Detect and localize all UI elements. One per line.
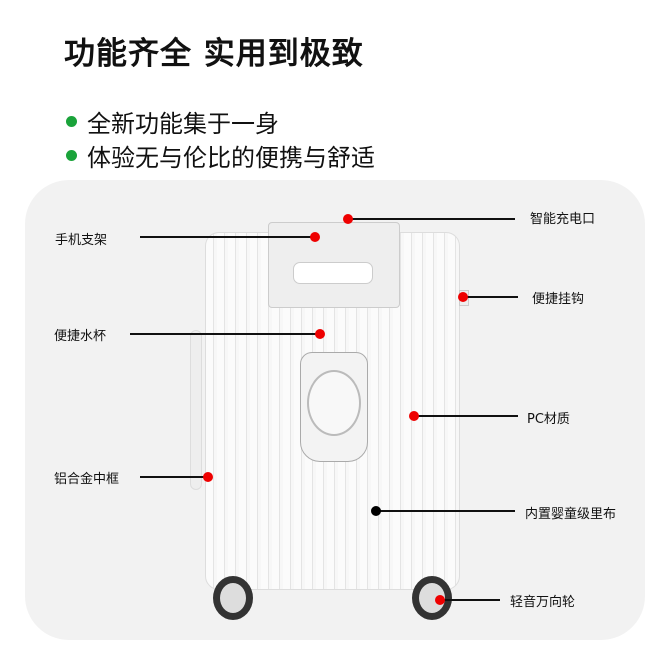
callout-line <box>376 510 515 512</box>
bullet-text: 全新功能集于一身 <box>87 110 279 138</box>
callout-line <box>130 333 320 335</box>
label-cup-holder: 便捷水杯 <box>54 329 107 344</box>
callout-line <box>414 415 518 417</box>
callout-line <box>140 236 315 238</box>
bullet-dot-icon <box>66 150 77 161</box>
marker-dot <box>435 595 445 605</box>
bullet-text: 体验无与伦比的便携与舒适 <box>87 144 375 172</box>
marker-dot <box>458 292 468 302</box>
bullet-item: 全新功能集于一身 <box>66 104 279 139</box>
callout-line <box>348 218 515 220</box>
marker-dot <box>371 506 381 516</box>
label-wheels: 轻音万向轮 <box>510 595 576 610</box>
callout-line <box>463 296 518 298</box>
bullet-dot-icon <box>66 116 77 127</box>
callout-line <box>440 599 500 601</box>
bullet-item: 体验无与伦比的便携与舒适 <box>66 138 375 173</box>
headline: 功能齐全 实用到极致 <box>64 36 364 72</box>
label-charging-port: 智能充电口 <box>530 212 596 227</box>
marker-dot <box>203 472 213 482</box>
cup-holder-lid <box>307 370 361 436</box>
marker-dot <box>409 411 419 421</box>
marker-dot <box>343 214 353 224</box>
label-phone-holder: 手机支架 <box>55 233 108 248</box>
label-hook: 便捷挂钩 <box>532 292 585 307</box>
label-material: PC材质 <box>527 412 570 427</box>
wheel-right <box>412 576 452 620</box>
callout-line <box>140 476 208 478</box>
label-frame: 铝合金中框 <box>54 472 120 487</box>
handle-grip <box>293 262 373 284</box>
label-lining: 内置婴童级里布 <box>525 507 617 522</box>
marker-dot <box>315 329 325 339</box>
wheel-left <box>213 576 253 620</box>
suitcase-side-handle <box>190 330 202 490</box>
marker-dot <box>310 232 320 242</box>
